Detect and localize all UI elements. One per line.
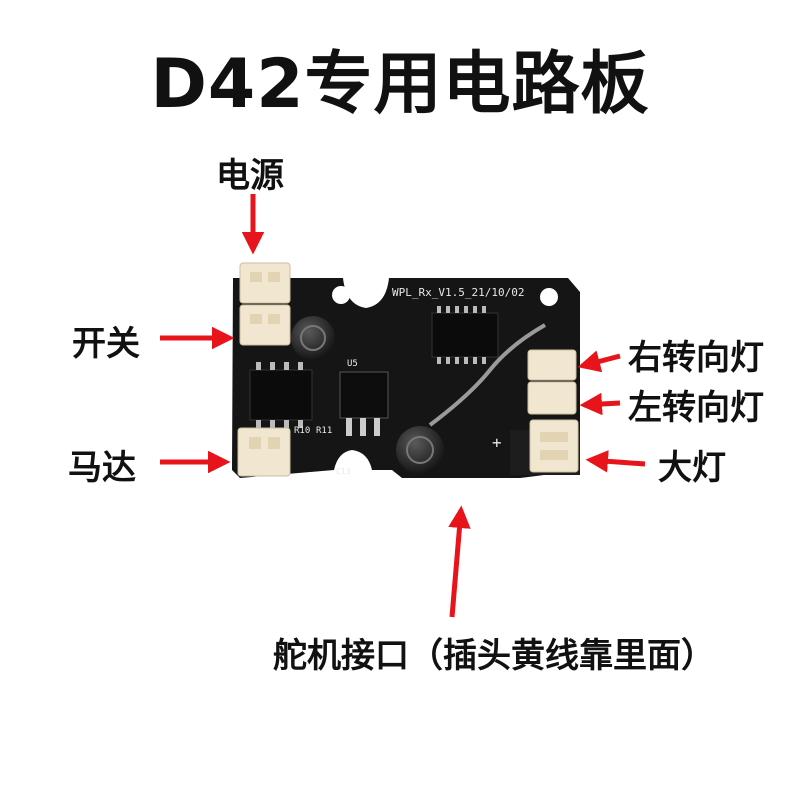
silkscreen-u5: U5: [347, 359, 358, 369]
arrow-servo-port: [448, 505, 471, 618]
silkscreen-plus: +: [492, 433, 502, 452]
label-power: 电源: [216, 156, 284, 196]
silkscreen-r10: R10: [294, 426, 310, 436]
antenna-wire: [428, 323, 546, 427]
ic-chip-left: [249, 362, 313, 428]
label-switch: 开关: [72, 324, 140, 364]
right-turn-light-connector: [527, 349, 577, 381]
capacitor-top: [291, 316, 335, 360]
mosfet-u5: [339, 371, 389, 436]
silkscreen-version: WPL_Rx_V1.5_21/10/02: [392, 286, 524, 299]
label-left-turn-light: 左转向灯: [628, 388, 764, 428]
motor-connector: [237, 427, 291, 477]
silkscreen-c13: C13: [336, 467, 351, 476]
switch-connector: [239, 304, 291, 346]
label-motor: 马达: [68, 448, 136, 488]
silkscreen-r11: R11: [316, 426, 332, 436]
arrow-headlight: [585, 450, 646, 473]
headlight-connector: [529, 419, 579, 473]
label-right-turn-light: 右转向灯: [628, 338, 764, 378]
capacitor-bottom: [396, 426, 444, 474]
arrow-right-turn-light: [577, 350, 621, 373]
power-connector: [239, 262, 291, 304]
left-turn-light-connector: [527, 381, 577, 415]
page-title: D42专用电路板: [150, 45, 650, 124]
label-headlight: 大灯: [658, 448, 726, 488]
label-servo-port: 舵机接口（插头黄线靠里面）: [273, 636, 715, 676]
arrow-left-turn-light: [579, 392, 621, 416]
ic-chip-top: [431, 306, 499, 364]
